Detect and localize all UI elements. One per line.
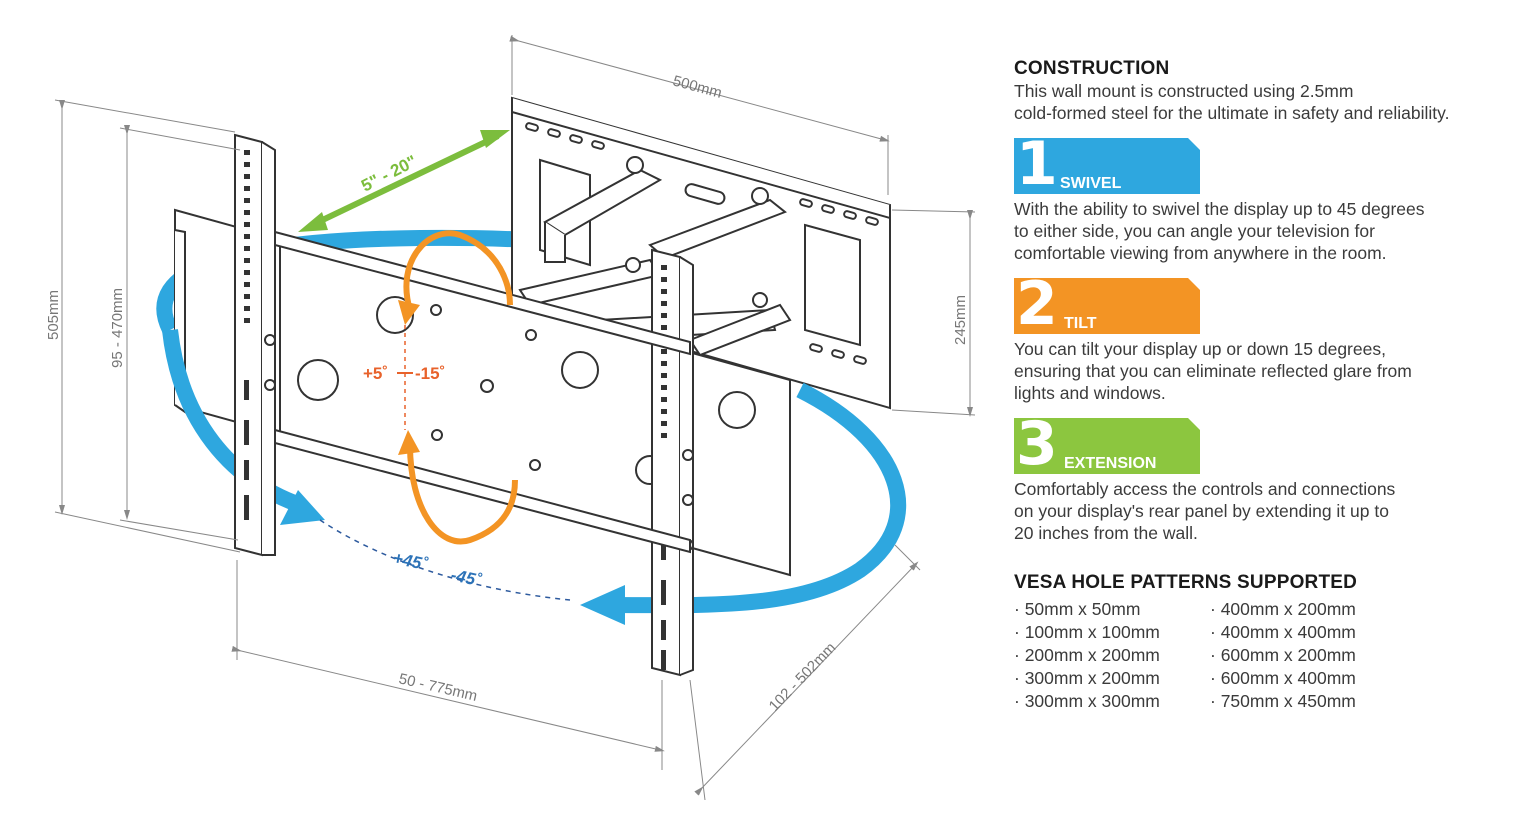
dim-width-bottom: 50 - 775mm	[397, 670, 479, 705]
tilt-arrow	[397, 230, 518, 545]
vesa-item: · 600mm x 400mm	[1210, 668, 1356, 688]
tilt-up-label: +5˚	[363, 364, 388, 383]
dimension-lines	[54, 35, 976, 801]
vesa-item: · 400mm x 200mm	[1210, 599, 1356, 619]
extension-line-1: Comfortably access the controls and conn…	[1014, 479, 1396, 499]
wall-mount-diagram: 500mm 505mm 95 - 470mm 245mm 50 - 775mm …	[45, 35, 976, 801]
feature-tilt: 2 TILT You can tilt your display up or d…	[1014, 272, 1514, 404]
construction-line-2: cold-formed steel for the ultimate in sa…	[1014, 103, 1450, 123]
swivel-line-3: comfortable viewing from anywhere in the…	[1014, 243, 1387, 263]
feature-badge-extension: 3 EXTENSION	[1014, 412, 1514, 476]
tilt-down-label: -15˚	[415, 364, 445, 383]
vesa-section: VESA HOLE PATTERNS SUPPORTED · 50mm x 50…	[1014, 572, 1514, 713]
badge-shape-extension	[1014, 418, 1200, 474]
dim-height-wall: 245mm	[952, 295, 969, 345]
construction-title: CONSTRUCTION	[1014, 58, 1170, 79]
vesa-item: · 400mm x 400mm	[1210, 622, 1356, 642]
reach-arrow	[298, 130, 510, 232]
badge-shape-tilt	[1014, 278, 1200, 334]
feature-badge-tilt: 2 TILT	[1014, 272, 1514, 336]
vesa-item: · 600mm x 200mm	[1210, 645, 1356, 665]
vesa-item: · 300mm x 200mm	[1014, 668, 1160, 688]
feature-number-2: 2	[1016, 269, 1058, 339]
tilt-line-2: ensuring that you can eliminate reflecte…	[1014, 361, 1412, 381]
feature-badge-swivel: 1 SWIVEL	[1014, 132, 1514, 196]
left-tv-bracket	[234, 133, 276, 557]
badge-shape-swivel	[1014, 138, 1200, 194]
extension-line-3: 20 inches from the wall.	[1014, 523, 1198, 543]
vesa-list: · 50mm x 50mm · 400mm x 200mm · 100mm x …	[1014, 598, 1514, 713]
feature-title-tilt: TILT	[1064, 315, 1097, 332]
info-panel: CONSTRUCTION This wall mount is construc…	[1014, 58, 1514, 713]
feature-number-1: 1	[1016, 129, 1058, 199]
horizontal-rails	[274, 230, 691, 554]
swivel-line-2: to either side, you can angle your telev…	[1014, 221, 1375, 241]
vesa-item: · 300mm x 300mm	[1014, 691, 1160, 711]
vesa-item: · 200mm x 200mm	[1014, 645, 1160, 665]
swivel-line-1: With the ability to swivel the display u…	[1014, 199, 1425, 219]
dim-height-outer: 505mm	[45, 290, 62, 340]
swivel-right-label: -45˚	[449, 565, 484, 590]
feature-title-extension: EXTENSION	[1064, 455, 1157, 472]
feature-extension: 3 EXTENSION Comfortably access the contr…	[1014, 412, 1514, 544]
tilt-line-3: lights and windows.	[1014, 383, 1166, 403]
feature-number-3: 3	[1016, 409, 1058, 479]
tilt-line-1: You can tilt your display up or down 15 …	[1014, 339, 1386, 359]
feature-title-swivel: SWIVEL	[1060, 175, 1122, 192]
dim-depth: 102 - 502mm	[766, 639, 840, 714]
construction-section: CONSTRUCTION This wall mount is construc…	[1014, 58, 1514, 124]
vesa-item: · 100mm x 100mm	[1014, 622, 1160, 642]
extension-arms	[518, 156, 792, 357]
dim-height-vesa: 95 - 470mm	[109, 288, 126, 368]
dim-width-top: 500mm	[671, 72, 724, 101]
swivel-left-label: +45˚	[391, 548, 430, 574]
construction-line-1: This wall mount is constructed using 2.5…	[1014, 81, 1354, 101]
feature-swivel: 1 SWIVEL With the ability to swivel the …	[1014, 132, 1514, 264]
vesa-item: · 50mm x 50mm	[1014, 599, 1141, 619]
extension-line-2: on your display's rear panel by extendin…	[1014, 501, 1389, 521]
right-tv-bracket	[651, 248, 694, 677]
vesa-title: VESA HOLE PATTERNS SUPPORTED	[1014, 572, 1358, 593]
vesa-item: · 750mm x 450mm	[1210, 691, 1356, 711]
